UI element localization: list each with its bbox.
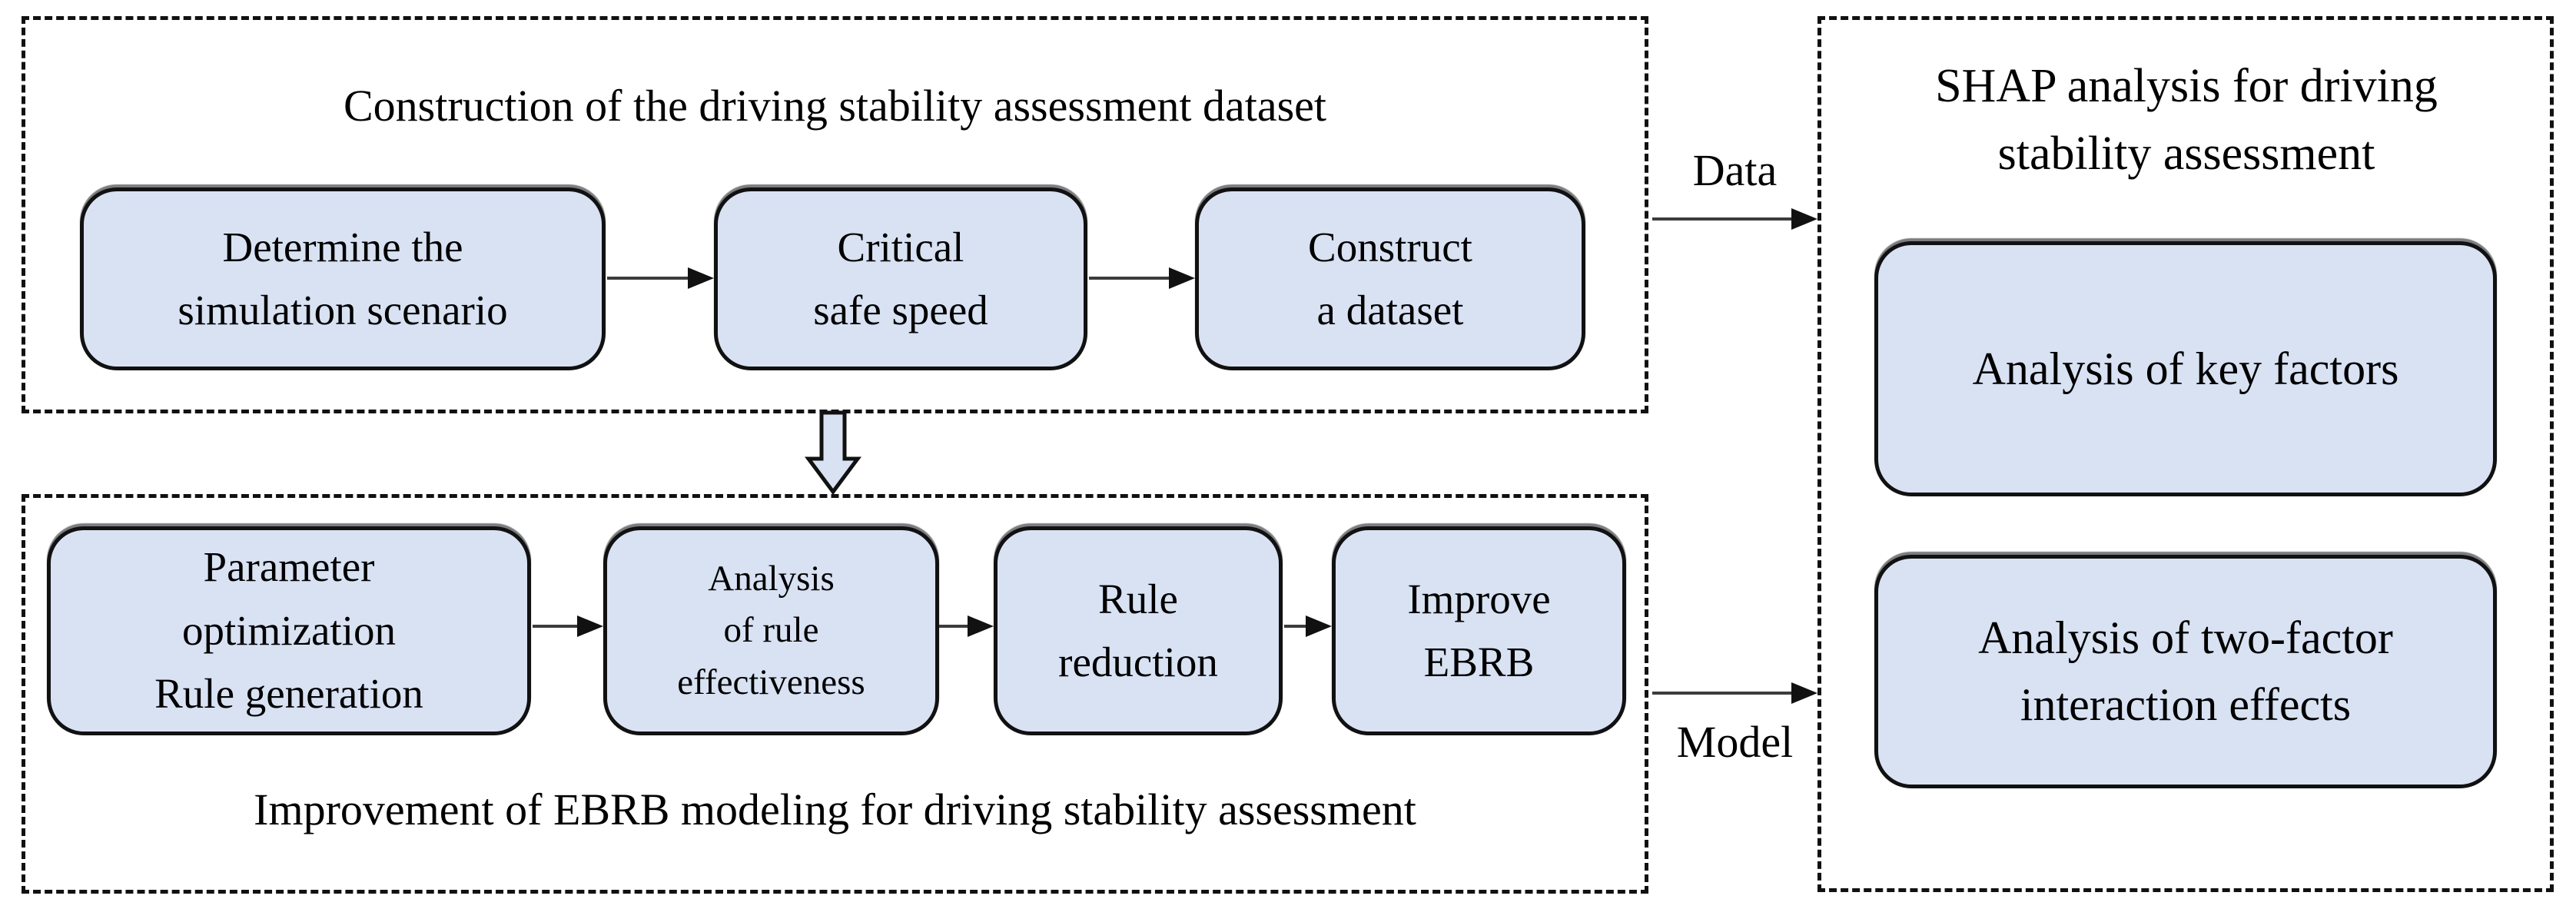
node-improve-ebrb: Improve EBRB [1332,526,1626,735]
model-edge-label: Model [1676,717,1794,767]
node-rule-reduction: Rule reduction [994,526,1283,735]
node-label: Construct a dataset [1308,223,1472,334]
arrow-line [607,277,688,280]
arrow-line [1652,217,1791,221]
ebrb-section-box [22,494,1648,894]
arrow-reduction-to-improve [1284,614,1332,639]
arrowhead-icon [1791,682,1817,704]
arrow-model-to-shap [1652,681,1817,705]
shap-section-box [1817,16,2554,892]
node-analysis-of-key-factors: Analysis of key factors [1874,241,2497,496]
arrowhead-icon [577,615,603,637]
node-analysis-of-two-factor-interaction-effects: Analysis of two-factor interaction effec… [1874,555,2497,788]
node-label: Critical safe speed [813,223,988,334]
arrow-line [1089,277,1169,280]
node-label: Analysis of two-factor interaction effec… [1978,612,2393,730]
arrow-determine-to-critical [607,266,714,290]
node-label: Parameter optimization Rule generation [154,543,423,718]
arrow-critical-to-construct [1089,266,1195,290]
node-construct-a-dataset: Construct a dataset [1195,187,1585,370]
arrowhead-icon [968,615,994,637]
arrow-parameter-to-analysis [533,614,603,639]
node-label: Analysis of rule effectiveness [677,559,865,702]
down-arrow-icon [805,410,861,495]
node-determine-simulation-scenario: Determine the simulation scenario [80,187,606,370]
arrow-line [939,625,968,628]
arrow-line [533,625,577,628]
arrowhead-icon [1169,267,1195,289]
shap-section-title: SHAP analysis for driving stability asse… [1935,60,2438,181]
arrow-line [1652,692,1791,695]
arrowhead-icon [1791,208,1817,230]
node-parameter-optimization-rule-generation: Parameter optimization Rule generation [47,526,531,735]
arrowhead-icon [1306,615,1332,637]
arrowhead-icon [688,267,714,289]
arrow-data-to-shap [1652,207,1817,231]
node-critical-safe-speed: Critical safe speed [714,187,1087,370]
ebrb-section-title: Improvement of EBRB modeling for driving… [254,785,1416,834]
arrow-line [1284,625,1306,628]
node-label: Analysis of key factors [1972,343,2399,394]
node-analysis-of-rule-effectiveness: Analysis of rule effectiveness [603,526,939,735]
data-edge-label: Data [1692,145,1778,195]
arrow-analysis-to-reduction [939,614,994,639]
node-label: Rule reduction [1058,575,1218,686]
dataset-section-title: Construction of the driving stability as… [343,81,1327,131]
node-label: Improve EBRB [1407,575,1551,686]
node-label: Determine the simulation scenario [178,223,508,334]
